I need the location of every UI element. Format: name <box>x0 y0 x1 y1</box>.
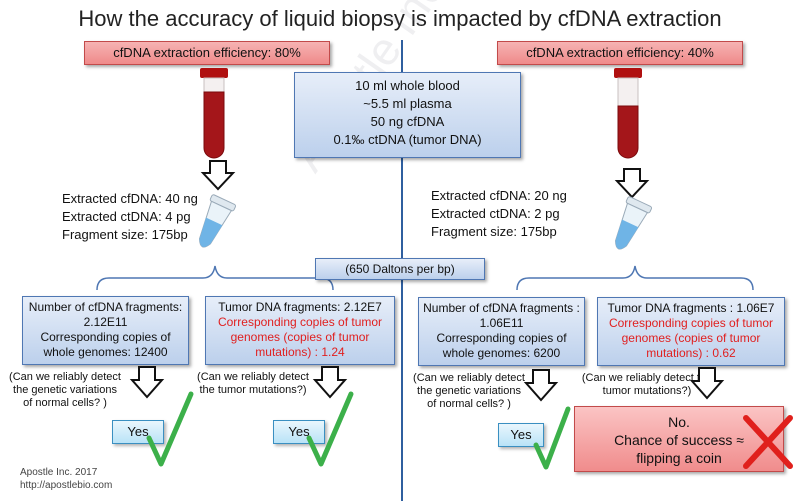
right-tumor-fragments-value: Tumor DNA fragments : 1.06E7 <box>607 301 775 315</box>
credit-url[interactable]: http://apostlebio.com <box>20 480 113 491</box>
right-tumor-question-line-2: tumor mutations?) <box>602 385 692 397</box>
left-down-arrow-icon <box>200 160 236 191</box>
right-tumor-answer-line-1: No. <box>668 414 690 430</box>
right-tumor-question-line-1: (Can we reliably detect the <box>581 372 713 384</box>
right-blood-tube-icon <box>614 68 642 159</box>
right-down-arrow-icon <box>614 168 650 199</box>
left-extracted-cfdna: Extracted cfDNA: 40 ng <box>62 191 198 206</box>
right-tumor-down-arrow-icon <box>689 367 725 400</box>
left-normal-question: (Can we reliably detect the genetic vari… <box>0 371 130 410</box>
right-extracted-info: Extracted cfDNA: 20 ng Extracted ctDNA: … <box>431 187 567 241</box>
credit-company: Apostle Inc. 2017 <box>20 467 98 478</box>
left-cfdna-fragments-box: Number of cfDNA fragments: 2.12E11 Corre… <box>22 296 189 365</box>
right-normal-question: (Can we reliably detect the genetic vari… <box>404 372 534 411</box>
right-normal-check-icon <box>533 406 571 470</box>
left-fragment-size: Fragment size: 175bp <box>62 227 188 242</box>
left-cfdna-fragments-value: 2.12E11 <box>83 315 128 329</box>
left-normal-check-icon <box>146 391 194 467</box>
left-tumor-copies-line-2: genomes (copies of tumor <box>230 330 370 344</box>
left-normal-answer-badge: Yes <box>112 420 164 444</box>
right-efficiency-box: cfDNA extraction efficiency: 40% <box>497 41 743 65</box>
right-cfdna-fragments-label: Number of cfDNA fragments : <box>423 301 580 315</box>
daltons-per-bp-box: (650 Daltons per bp) <box>315 258 485 280</box>
left-tumor-down-arrow-icon <box>312 366 348 399</box>
left-extracted-info: Extracted cfDNA: 40 ng Extracted ctDNA: … <box>62 190 198 244</box>
blood-volume: 10 ml whole blood <box>355 78 460 93</box>
left-genome-copies-value: whole genomes: 12400 <box>43 345 168 359</box>
right-genome-copies-value: whole genomes: 6200 <box>442 346 561 360</box>
left-normal-down-arrow-icon <box>129 366 165 399</box>
right-normal-question-line-2: the genetic variations <box>417 385 521 397</box>
left-blood-tube-icon <box>200 68 228 159</box>
left-genome-copies-label: Corresponding copies of <box>40 330 171 344</box>
diagram-title: How the accuracy of liquid biopsy is imp… <box>78 6 722 31</box>
ctdna-fraction: 0.1‰ ctDNA (tumor DNA) <box>333 132 482 147</box>
right-eppendorf-tube-icon <box>615 196 653 250</box>
right-tumor-copies-line-3: mutations) : 0.62 <box>646 346 736 360</box>
right-cfdna-fragments-value: 1.06E11 <box>479 316 524 330</box>
right-tumor-cross-icon <box>743 415 793 469</box>
left-tumor-fragments-box: Tumor DNA fragments: 2.12E7 Correspondin… <box>205 296 395 365</box>
left-tumor-question-line-1: (Can we reliably detect <box>197 371 309 383</box>
right-normal-question-line-1: (Can we reliably detect <box>413 372 525 384</box>
left-eppendorf-tube-icon <box>199 194 237 248</box>
left-normal-question-line-1: (Can we reliably detect <box>9 371 121 383</box>
right-extracted-ctdna: Extracted ctDNA: 2 pg <box>431 206 560 221</box>
right-genome-copies-label: Corresponding copies of <box>436 331 567 345</box>
cfdna-amount: 50 ng cfDNA <box>370 114 445 129</box>
right-tumor-fragments-box: Tumor DNA fragments : 1.06E7 Correspondi… <box>597 297 785 366</box>
right-extracted-cfdna: Extracted cfDNA: 20 ng <box>431 188 567 203</box>
left-tumor-question-line-2: the tumor mutations?) <box>199 384 307 396</box>
left-tumor-fragments-value: Tumor DNA fragments: 2.12E7 <box>218 300 382 314</box>
right-tumor-copies-line-2: genomes (copies of tumor <box>621 331 761 345</box>
right-tumor-copies-line-1: Corresponding copies of tumor <box>608 316 774 330</box>
right-fragment-size: Fragment size: 175bp <box>431 224 557 239</box>
left-tumor-copies-line-1: Corresponding copies of tumor <box>217 315 383 329</box>
left-tumor-check-icon <box>306 391 354 467</box>
right-tumor-answer-line-3: flipping a coin <box>636 450 722 466</box>
right-tumor-answer-line-2: Chance of success ≈ <box>614 432 744 448</box>
left-tumor-question: (Can we reliably detect the tumor mutati… <box>188 371 318 397</box>
blood-sample-box: 10 ml whole blood ~5.5 ml plasma 50 ng c… <box>294 72 521 158</box>
left-tumor-answer-badge: Yes <box>273 420 325 444</box>
right-cfdna-fragments-box: Number of cfDNA fragments : 1.06E11 Corr… <box>418 297 585 366</box>
left-efficiency-box: cfDNA extraction efficiency: 80% <box>84 41 330 65</box>
right-brace <box>516 265 754 291</box>
left-normal-question-line-2: the genetic variations <box>13 384 117 396</box>
left-extracted-ctdna: Extracted ctDNA: 4 pg <box>62 209 191 224</box>
plasma-volume: ~5.5 ml plasma <box>363 96 452 111</box>
right-normal-down-arrow-icon <box>523 369 559 402</box>
left-normal-question-line-3: of normal cells? ) <box>23 397 107 409</box>
left-tumor-copies-line-3: mutations) : 1.24 <box>255 345 345 359</box>
left-cfdna-fragments-label: Number of cfDNA fragments: <box>28 300 183 314</box>
right-tumor-question: (Can we reliably detect the tumor mutati… <box>572 372 722 398</box>
credit: Apostle Inc. 2017 http://apostlebio.com <box>20 466 112 492</box>
right-normal-question-line-3: of normal cells? ) <box>427 398 511 410</box>
left-brace <box>96 265 334 291</box>
